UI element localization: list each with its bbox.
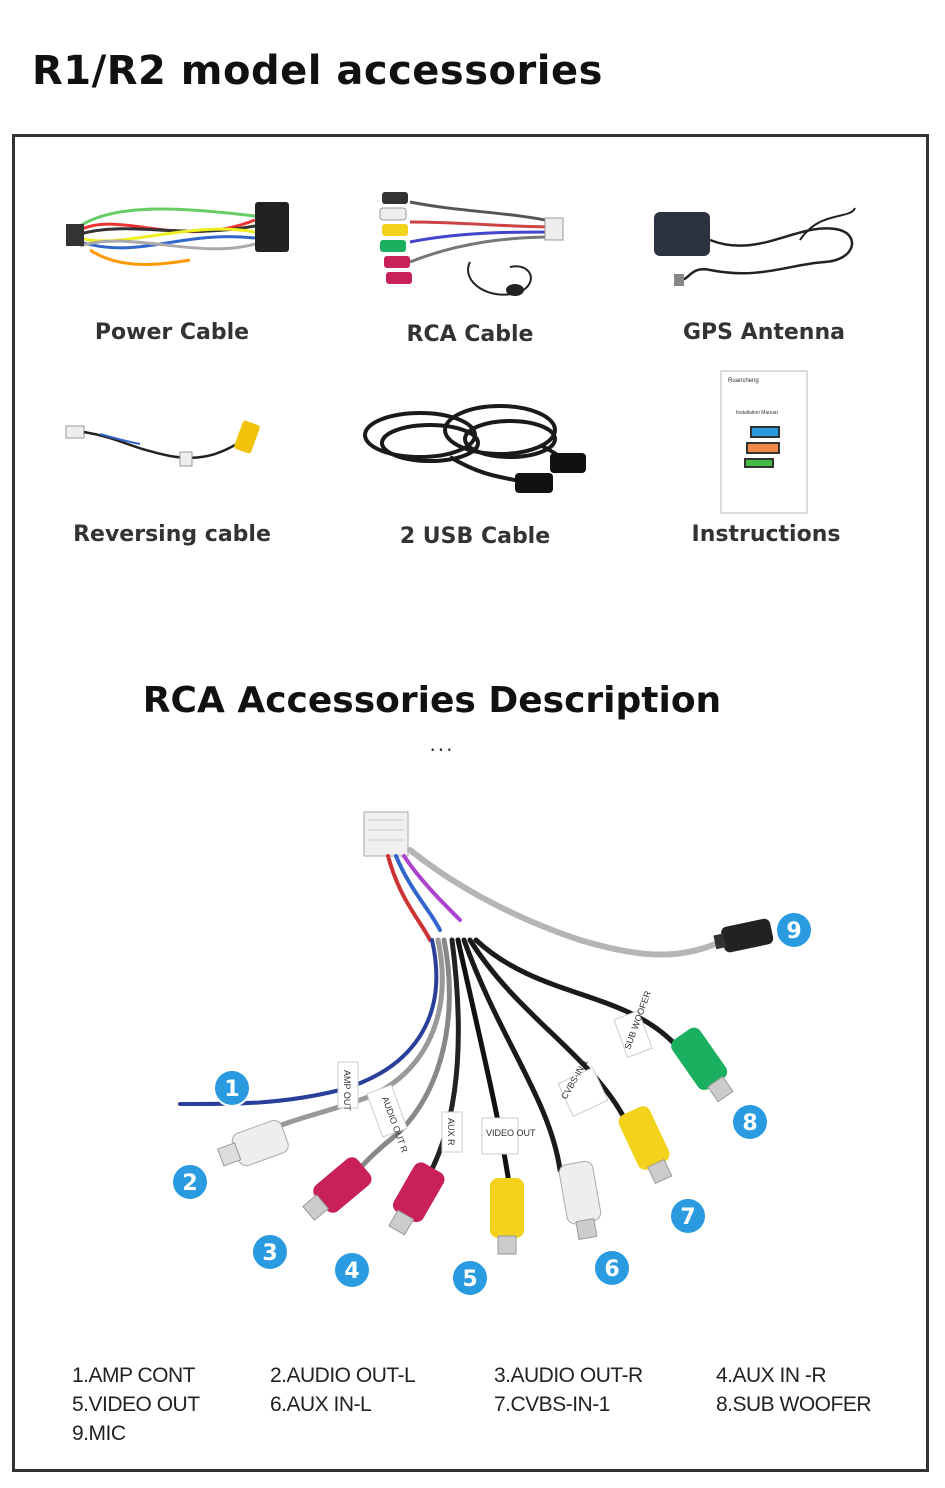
legend-item-5: 5.VIDEO OUT	[72, 1393, 200, 1416]
reversing-cable-image	[65, 420, 260, 467]
callout-1: 1	[224, 1077, 239, 1102]
accessory-label-reversing: Reversing cable	[73, 522, 271, 547]
rca-harness-diagram: AMP OUT AUDIO OUT R AUX R VIDEO OUT CVBS…	[171, 811, 813, 1297]
legend-item-8: 8.SUB WOOFER	[716, 1393, 872, 1416]
legend-item-9: 9.MIC	[72, 1422, 126, 1445]
callout-2: 2	[182, 1171, 197, 1196]
accessory-label-gps: GPS Antenna	[683, 320, 845, 345]
legend-item-1: 1.AMP CONT	[72, 1364, 195, 1387]
rca-section-heading: RCA Accessories Description	[142, 680, 722, 721]
usb-cables-image	[363, 404, 586, 493]
callout-9: 9	[786, 919, 801, 944]
gps-antenna-image	[654, 207, 856, 286]
legend-item-3: 3.AUDIO OUT-R	[494, 1364, 643, 1387]
manual-heading: Installation Manual	[736, 410, 778, 416]
heading-ellipsis: ...	[429, 732, 455, 756]
callout-4: 4	[344, 1259, 359, 1284]
callout-3: 3	[262, 1241, 277, 1266]
callout-5: 5	[462, 1267, 477, 1292]
callout-8: 8	[742, 1111, 757, 1136]
rca-cable-image	[379, 192, 564, 296]
accessories-frame	[12, 134, 929, 1472]
tag-aux-r: AUX R	[446, 1118, 456, 1146]
callout-6: 6	[604, 1257, 619, 1282]
power-cable-image	[66, 202, 289, 266]
page-title: R1/R2 model accessories	[32, 48, 603, 94]
legend-item-2: 2.AUDIO OUT-L	[270, 1364, 416, 1387]
accessory-label-power: Power Cable	[94, 320, 250, 345]
callout-7: 7	[680, 1205, 695, 1230]
accessory-label-instructions: Instructions	[691, 522, 841, 547]
legend-item-7: 7.CVBS-IN-1	[494, 1393, 610, 1416]
instructions-manual-image: Ruancheng Installation Manual	[720, 370, 808, 514]
tag-video-out: VIDEO OUT	[486, 1128, 536, 1138]
accessory-label-rca: RCA Cable	[406, 322, 534, 347]
tag-amp-out: AMP OUT	[342, 1070, 352, 1111]
accessory-label-usb: 2 USB Cable	[399, 524, 551, 549]
legend-item-6: 6.AUX IN-L	[270, 1393, 372, 1416]
manual-brand: Ruancheng	[728, 378, 759, 384]
legend-item-4: 4.AUX IN -R	[716, 1364, 827, 1387]
